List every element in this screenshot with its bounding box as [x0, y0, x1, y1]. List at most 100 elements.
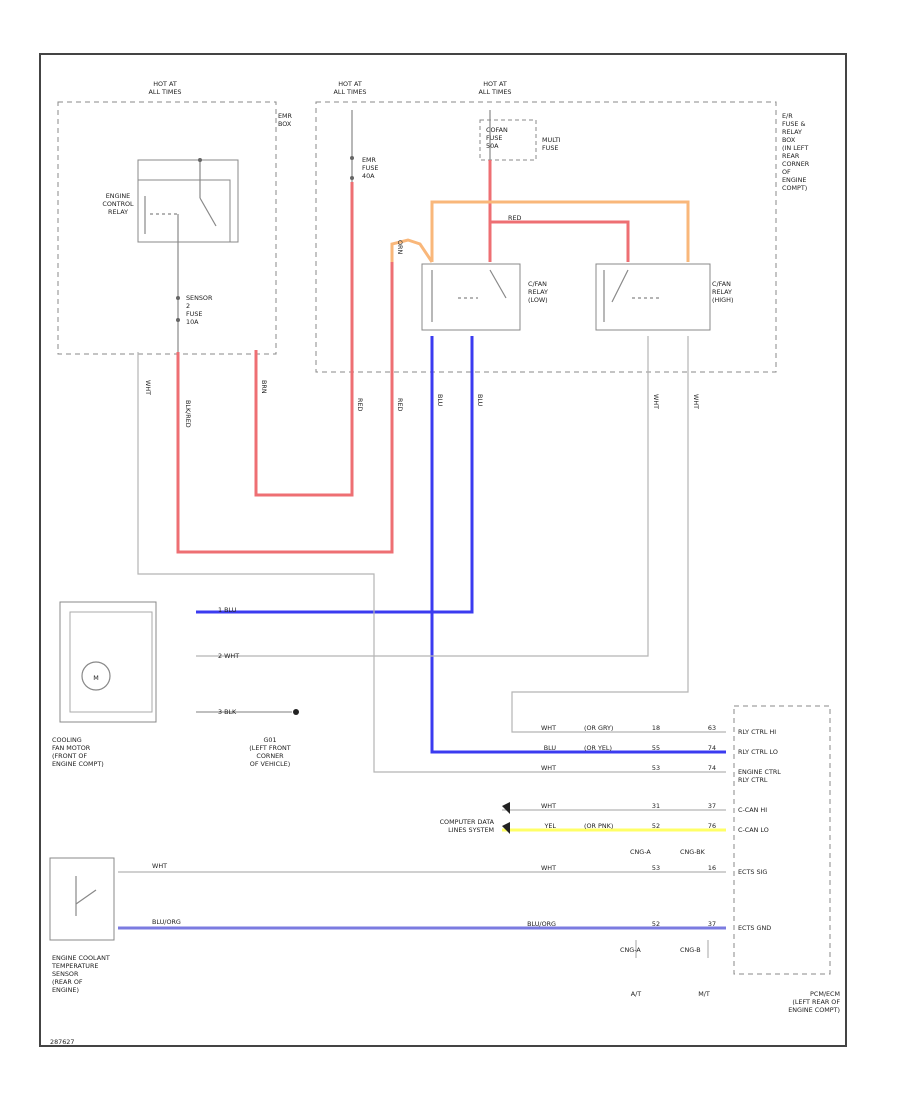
pcm-row-alt: (OR GRY) — [584, 724, 613, 732]
pcm-row-alt: (OR PNK) — [584, 822, 613, 830]
pcm-header-1: CNG-A — [630, 848, 651, 856]
wire-label-6: ORN — [396, 240, 404, 254]
ground-point — [293, 709, 299, 715]
pcm-row-label: ECTS SIG — [738, 868, 767, 876]
cooling-fan-motor-box — [59, 601, 157, 723]
pcm-row-label: RLY CTRL LO — [738, 748, 778, 756]
cofan-relay-high-box — [595, 263, 711, 331]
outer-frame — [39, 53, 847, 1047]
fuse-relay-box-outline — [315, 101, 777, 373]
pcm-row-wire: BLU — [544, 744, 557, 752]
bottom-label-at: A/T — [631, 990, 642, 998]
can-hi-arrow — [502, 802, 510, 814]
pcm-row-pin-b: 37 — [708, 920, 716, 928]
wire-label-7: BLU — [436, 394, 444, 407]
pcm-row-wire: BLU/ORG — [527, 920, 556, 928]
pcm-header-2: CNG-BK — [680, 848, 706, 856]
pcm-row-label: ECTS GND — [738, 924, 771, 932]
emr-box-outline — [57, 101, 277, 355]
pcm-row-alt: (OR YEL) — [584, 744, 612, 752]
wire-label-1: WHT — [144, 380, 152, 395]
multi-fuse-outline — [479, 119, 537, 161]
pcm-row-wire: WHT — [541, 724, 556, 732]
pcm-row-pin-a: 53 — [652, 764, 660, 772]
bottom-conn-2: CNG-B — [680, 946, 701, 954]
gray-wire-ecr — [137, 352, 726, 773]
pcm-row-wire: WHT — [541, 764, 556, 772]
blue-wire-fan — [196, 336, 474, 614]
wire-label-8: BLU — [476, 394, 484, 407]
fan-connector-2: 2 WHT — [218, 652, 239, 660]
fan-connector-1: 1 BLU — [218, 606, 237, 614]
gray-wire-fan2 — [196, 336, 649, 657]
bottom-label-mt: M/T — [698, 990, 710, 998]
orange-wire — [390, 200, 690, 263]
blue-wire-pcm — [430, 336, 726, 754]
ect-sensor-box — [49, 857, 115, 941]
can-lo-arrow — [502, 822, 510, 834]
wire-label-5: RED — [396, 398, 404, 411]
wire-label-4: RED — [356, 398, 364, 411]
pcm-row-pin-b: 63 — [708, 724, 716, 732]
gray-wire-ground-pins — [635, 940, 709, 958]
wire-label-3: BRN — [260, 380, 268, 394]
pcm-row-pin-a: 52 — [652, 822, 660, 830]
engine-control-relay-box — [137, 159, 239, 243]
pcm-row-pin-a: 31 — [652, 802, 660, 810]
pcm-row-pin-a: 53 — [652, 864, 660, 872]
red-wire-multifuse — [488, 160, 630, 262]
bottom-conn-1: CNG-A — [620, 946, 641, 954]
wire-label-2: BLK/RED — [184, 400, 192, 428]
engine-control-relay-inner — [137, 179, 231, 243]
pcm-box-outline — [733, 705, 831, 975]
fan-motor-symbol — [81, 661, 111, 691]
pcm-row-pin-b: 76 — [708, 822, 716, 830]
fan-connector-3: 3 BLK — [218, 708, 237, 716]
pcm-row-pin-a: 18 — [652, 724, 660, 732]
fan-motor-m: M — [93, 674, 99, 682]
figure-id: 287627 — [50, 1038, 74, 1046]
pcm-row-label: RLY CTRL HI — [738, 728, 776, 736]
cofan-relay-low-box — [421, 263, 521, 331]
pcm-row-pin-a: 55 — [652, 744, 660, 752]
relay-red-label: RED — [508, 214, 521, 222]
pcm-row-wire: WHT — [541, 864, 556, 872]
red-wire-sensor — [176, 262, 394, 554]
pcm-row-pin-b: 74 — [708, 744, 716, 752]
pcm-row-label: C-CAN LO — [738, 826, 769, 834]
pcm-row-pin-b: 37 — [708, 802, 716, 810]
pcm-row-wire: WHT — [541, 802, 556, 810]
pcm-row-label: C-CAN HI — [738, 806, 767, 814]
pcm-row-pin-b: 16 — [708, 864, 716, 872]
ect-gnd-wire-label: BLU/ORG — [152, 918, 181, 926]
pcm-row-pin-a: 52 — [652, 920, 660, 928]
gray-wire-hi — [511, 336, 726, 733]
ect-sig-wire-label: WHT — [152, 862, 167, 870]
cooling-fan-motor-inner — [69, 611, 153, 713]
wire-label-10: WHT — [692, 394, 700, 409]
red-wire-emr — [254, 182, 354, 497]
pcm-row-wire: YEL — [543, 822, 556, 830]
wire-label-9: WHT — [652, 394, 660, 409]
